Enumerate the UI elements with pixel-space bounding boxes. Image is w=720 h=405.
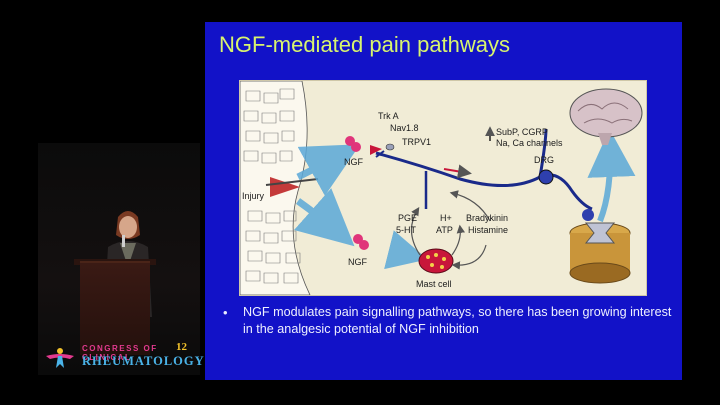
slide-title: NGF-mediated pain pathways	[219, 32, 511, 57]
mediator-arrow-right	[451, 244, 487, 270]
label-hplus: H+	[440, 213, 452, 223]
label-injury: Injury	[242, 191, 265, 201]
label-mast-cell: Mast cell	[416, 279, 452, 289]
bullet-dot: •	[223, 305, 228, 320]
label-bradykinin: Bradykinin	[466, 213, 509, 223]
pain-pathway-figure: Trk A Nav1.8 TRPV1 NGF Injury SubP, CGRP…	[239, 80, 647, 296]
logo-text-top: CONGRESS OF CLINICAL	[82, 344, 158, 362]
label-trpv1: TRPV1	[402, 137, 432, 147]
mediator-arrow-top	[449, 190, 491, 222]
label-pge: PGE	[398, 213, 418, 223]
spinal-cord	[569, 209, 631, 284]
pathway-diagram	[240, 81, 643, 295]
label-atp: ATP	[436, 225, 453, 235]
logo-number: 12	[176, 341, 187, 353]
label-subp: SubP, CGRP	[496, 127, 548, 137]
mediator-arrow-mid	[451, 224, 466, 256]
label-ngf-bottom: NGF	[348, 257, 367, 267]
ngf-molecule-top	[345, 136, 361, 152]
label-5ht: 5-HT	[396, 225, 416, 235]
drg-stalk	[538, 128, 548, 178]
signal-arrow	[443, 164, 472, 179]
label-ngf-top: NGF	[344, 157, 363, 167]
skin-tissue	[240, 81, 319, 295]
label-channels: Na, Ca channels	[496, 138, 563, 148]
mediator-arrow-left	[410, 206, 421, 256]
congress-logo: CONGRESS OF CLINICAL 12 RHEUMATOLOGY	[44, 341, 205, 372]
speaker-video	[38, 143, 200, 375]
label-histamine: Histamine	[468, 225, 509, 235]
release-arrow-top	[296, 144, 361, 196]
nociceptor-ending	[370, 143, 395, 155]
release-arrow-bottom	[294, 188, 355, 247]
drg-ganglion	[538, 169, 554, 185]
label-trk-a: Trk A	[378, 111, 399, 121]
brain-icon	[569, 88, 643, 145]
logo-text-bottom: RHEUMATOLOGY	[82, 354, 205, 368]
podium	[80, 261, 150, 355]
ngf-molecule-bottom	[353, 234, 369, 250]
ascending-arrow	[587, 129, 636, 223]
label-drg: DRG	[534, 155, 554, 165]
nerve-fibre	[375, 151, 593, 211]
presentation-slide: NGF-mediated pain pathways	[205, 22, 682, 380]
label-nav18: Nav1.8	[390, 123, 419, 133]
mast-arrow	[384, 230, 428, 270]
bullet-text: NGF modulates pain signalling pathways, …	[243, 305, 672, 336]
mast-cell	[418, 248, 454, 274]
logo-figure-icon	[46, 348, 74, 368]
